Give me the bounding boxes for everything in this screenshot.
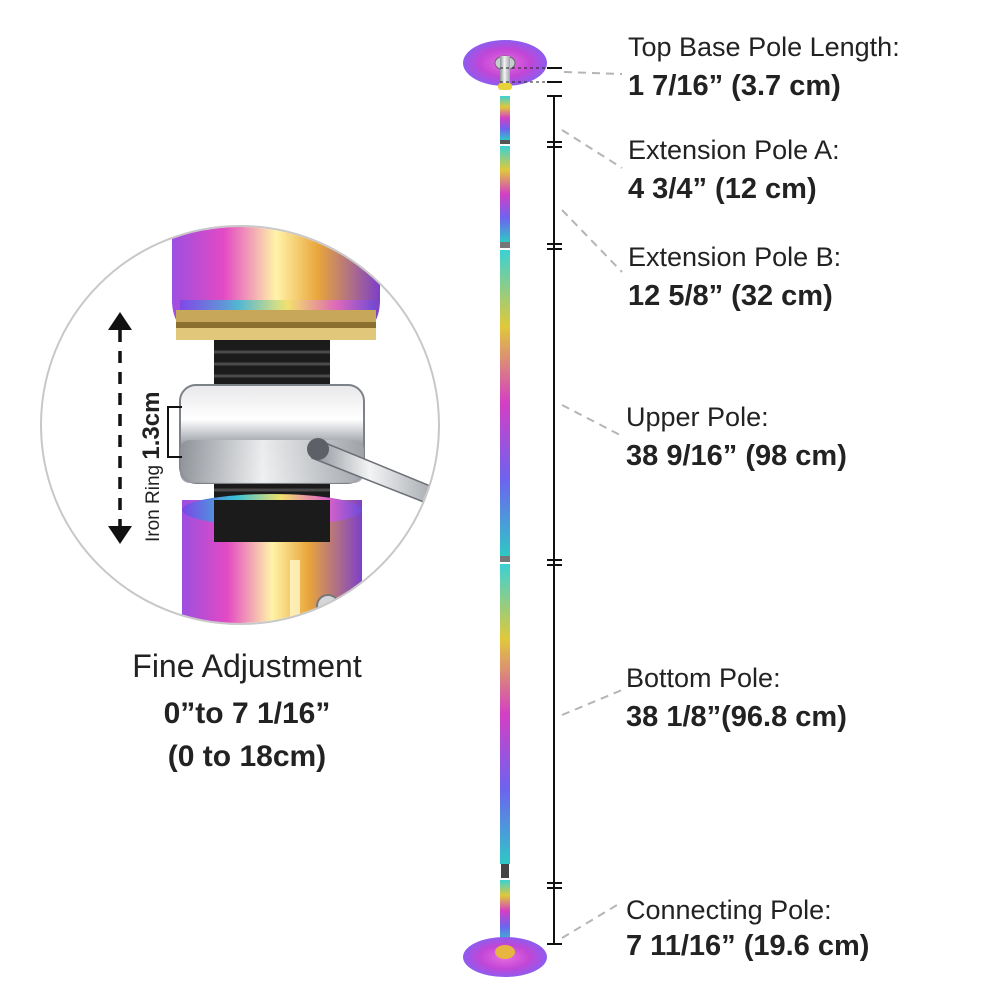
pole xyxy=(463,40,547,977)
part-value: 1 7/16” (3.7 cm) xyxy=(628,70,841,102)
iron-ring-size: 1.3cm xyxy=(138,391,165,460)
top-measure xyxy=(500,67,546,83)
part-value: 38 1/8”(96.8 cm) xyxy=(626,701,847,733)
part-value: 12 5/8” (32 cm) xyxy=(628,280,833,312)
part-name: Extension Pole B: xyxy=(628,242,842,272)
dimension-line xyxy=(547,67,562,945)
iron-ring-name: Iron Ring xyxy=(143,459,164,542)
part-value: 38 9/16” (98 cm) xyxy=(626,440,847,472)
fine-adjustment-range-cm: (0 to 18cm) xyxy=(167,740,327,773)
leader-lines xyxy=(561,71,623,939)
part-value: 4 3/4” (12 cm) xyxy=(628,173,817,205)
iron-ring-label: Iron Ring 1.3cm xyxy=(138,392,168,542)
part-name: Upper Pole: xyxy=(626,402,769,432)
fine-adjustment-title: Fine Adjustment xyxy=(132,648,362,684)
part-name: Connecting Pole: xyxy=(626,895,832,925)
fine-adjustment-detail xyxy=(40,225,440,625)
part-name: Extension Pole A: xyxy=(628,135,840,165)
fine-adjustment-range-in: 0”to 7 1/16” xyxy=(163,697,331,730)
part-name: Top Base Pole Length: xyxy=(628,32,900,62)
part-name: Bottom Pole: xyxy=(626,663,781,693)
part-value: 7 11/16” (19.6 cm) xyxy=(626,930,870,962)
